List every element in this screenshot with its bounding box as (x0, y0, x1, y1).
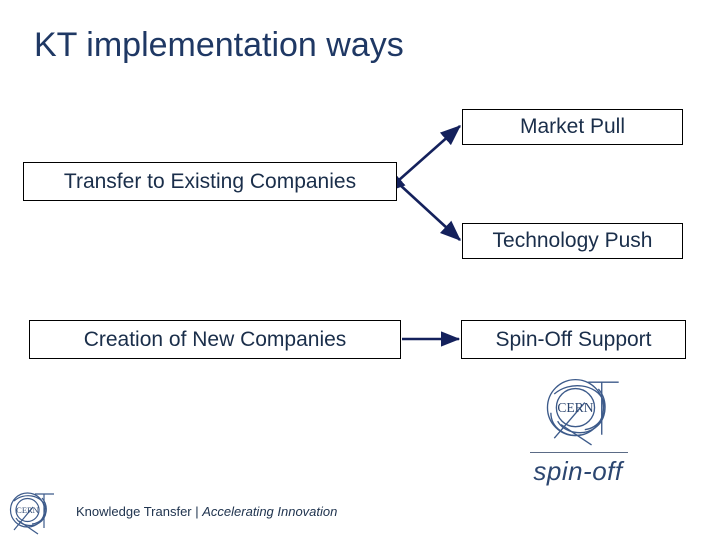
footer-cern-logo-icon: CERN (9, 492, 54, 535)
node-spin-off-label: Spin-Off Support (495, 327, 652, 351)
node-technology-push-label: Technology Push (492, 229, 653, 252)
footer-primary-text: Knowledge Transfer | (76, 504, 203, 519)
footer-italic-text: Accelerating Innovation (202, 504, 338, 519)
cern-spin-off-logo: CERN spin-off (518, 372, 638, 486)
node-spin-off-support[interactable]: Spin-Off Support (461, 320, 686, 359)
node-transfer-label: Transfer to Existing Companies (63, 169, 357, 193)
page-title: KT implementation ways (34, 26, 404, 64)
edge-transfer-to-market-pull (384, 125, 461, 193)
edge-transfer-to-technology-push (398, 183, 461, 241)
node-market-pull-label: Market Pull (519, 115, 626, 138)
footer-tagline: Knowledge Transfer | Accelerating Innova… (76, 504, 337, 519)
node-market-pull[interactable]: Market Pull (462, 109, 683, 145)
spin-off-wordmark: spin-off (533, 456, 623, 486)
node-transfer-to-existing-companies[interactable]: Transfer to Existing Companies (23, 162, 397, 201)
node-creation-of-new-companies[interactable]: Creation of New Companies (29, 320, 401, 359)
node-creation-label: Creation of New Companies (83, 327, 347, 351)
node-technology-push[interactable]: Technology Push (462, 223, 683, 259)
logo-divider (530, 452, 628, 453)
cern-emblem-icon: CERN (546, 378, 619, 446)
cern-emblem-text: CERN (557, 400, 593, 415)
footer-cern-emblem-text: CERN (16, 505, 39, 515)
